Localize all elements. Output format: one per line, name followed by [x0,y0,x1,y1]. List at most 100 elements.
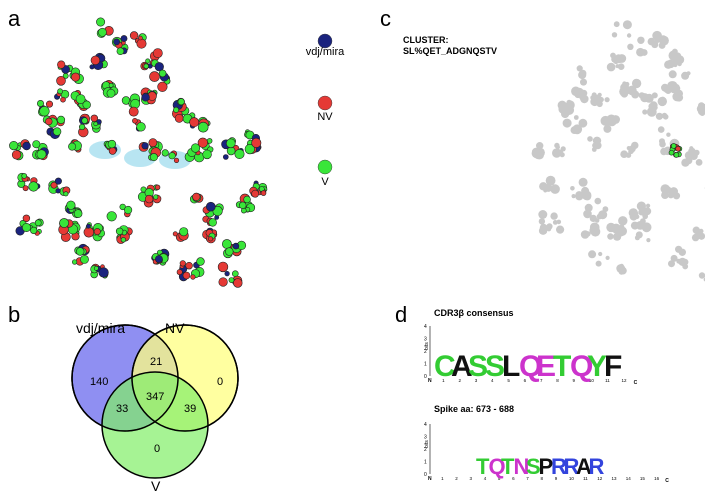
network-node [82,100,91,110]
network-node [663,84,672,94]
network-node [668,260,675,268]
cluster-node-group [137,184,162,208]
network-node [56,76,66,86]
network-node [630,221,639,230]
panel-c-letter: c [380,6,391,31]
network-node [60,96,66,103]
cluster-node-group [190,192,204,204]
network-node [66,200,76,210]
network-node [613,21,620,28]
network-node [98,267,109,278]
logo-position-tick: 7 [526,476,529,481]
network-node [550,184,560,194]
network-node [672,191,679,198]
cluster-node-group [244,129,262,155]
network-node [598,210,608,220]
network-node [546,226,552,232]
network-node [617,226,627,236]
network-node [190,143,201,153]
logo-letter: Q [519,350,542,383]
network-node [698,228,704,234]
network-node [176,269,183,276]
legend-marker-nv [317,95,333,111]
network-node [90,114,99,123]
logo-letter: Q [570,350,593,383]
network-node [39,105,50,117]
network-node [22,141,31,151]
cluster-node-group [538,210,565,235]
logo-letter: T [476,454,490,479]
cluster-node-group [249,180,268,198]
network-node [697,232,705,240]
logo-y-tick: 0 [424,472,427,478]
network-node [56,115,66,124]
cluster-node-group [657,81,684,107]
logo-letter: S [526,454,541,479]
cluster-node-group [691,226,705,242]
cluster-network-c [531,20,705,282]
network-node [614,54,624,64]
logo-position-tick: 6 [512,476,515,481]
logo-y-tick: 0 [424,374,427,380]
cluster-node-group [202,227,218,244]
network-node [55,188,61,194]
network-node [179,260,186,267]
logo-position-tick: 12 [621,378,627,383]
network-node [558,101,566,109]
cluster-node-group [64,200,83,219]
network-node [659,35,667,43]
network-node [190,274,196,280]
network-node [578,70,587,80]
cluster-node-group [681,146,703,167]
network-node [228,277,235,283]
logo2-title: Spike aa: 673 - 688 [434,404,515,414]
cluster-node-group [140,48,164,72]
panel-b-letter: b [8,302,21,327]
network-node [63,191,69,197]
network-node [595,260,602,267]
network-node [585,231,591,237]
logo-position-tick: 12 [597,476,603,481]
cluster-node-group [698,272,705,282]
cluster-node-group [100,80,119,98]
network-node [81,117,88,124]
network-node [202,149,212,160]
network-node [641,222,652,233]
network-node [157,81,168,92]
network-node [670,143,677,149]
network-node [149,71,160,82]
network-node [93,121,98,127]
network-node [224,271,230,277]
cluster-node-group [202,201,224,227]
network-node [559,152,565,158]
network-node [667,191,675,199]
network-node [196,257,205,266]
network-node [660,96,666,102]
logo-position-tick: 10 [569,476,575,481]
network-node [691,233,700,242]
network-node [174,113,184,123]
cluster-node-group [620,141,639,158]
network-node [538,218,546,225]
logo-y-tick: 3 [424,337,427,343]
network-node [75,94,86,104]
cluster-node-group [630,221,652,243]
logo-y-tick: 2 [424,349,427,355]
logo-axis-label: bits [424,440,430,448]
logo-letter: Q [489,454,506,479]
venn-count-v-only: 0 [154,443,161,455]
network-node [587,136,593,142]
network-node [531,147,541,157]
cluster-node-group [611,20,632,38]
network-node [591,224,600,233]
network-node [93,228,101,236]
legend-marker-v [317,159,333,175]
network-node [138,35,143,41]
network-node [30,226,38,234]
network-node [197,121,209,133]
cluster-node-group [121,93,141,117]
network-node [692,226,700,234]
cluster-node-group [628,201,652,225]
network-node [637,36,645,44]
